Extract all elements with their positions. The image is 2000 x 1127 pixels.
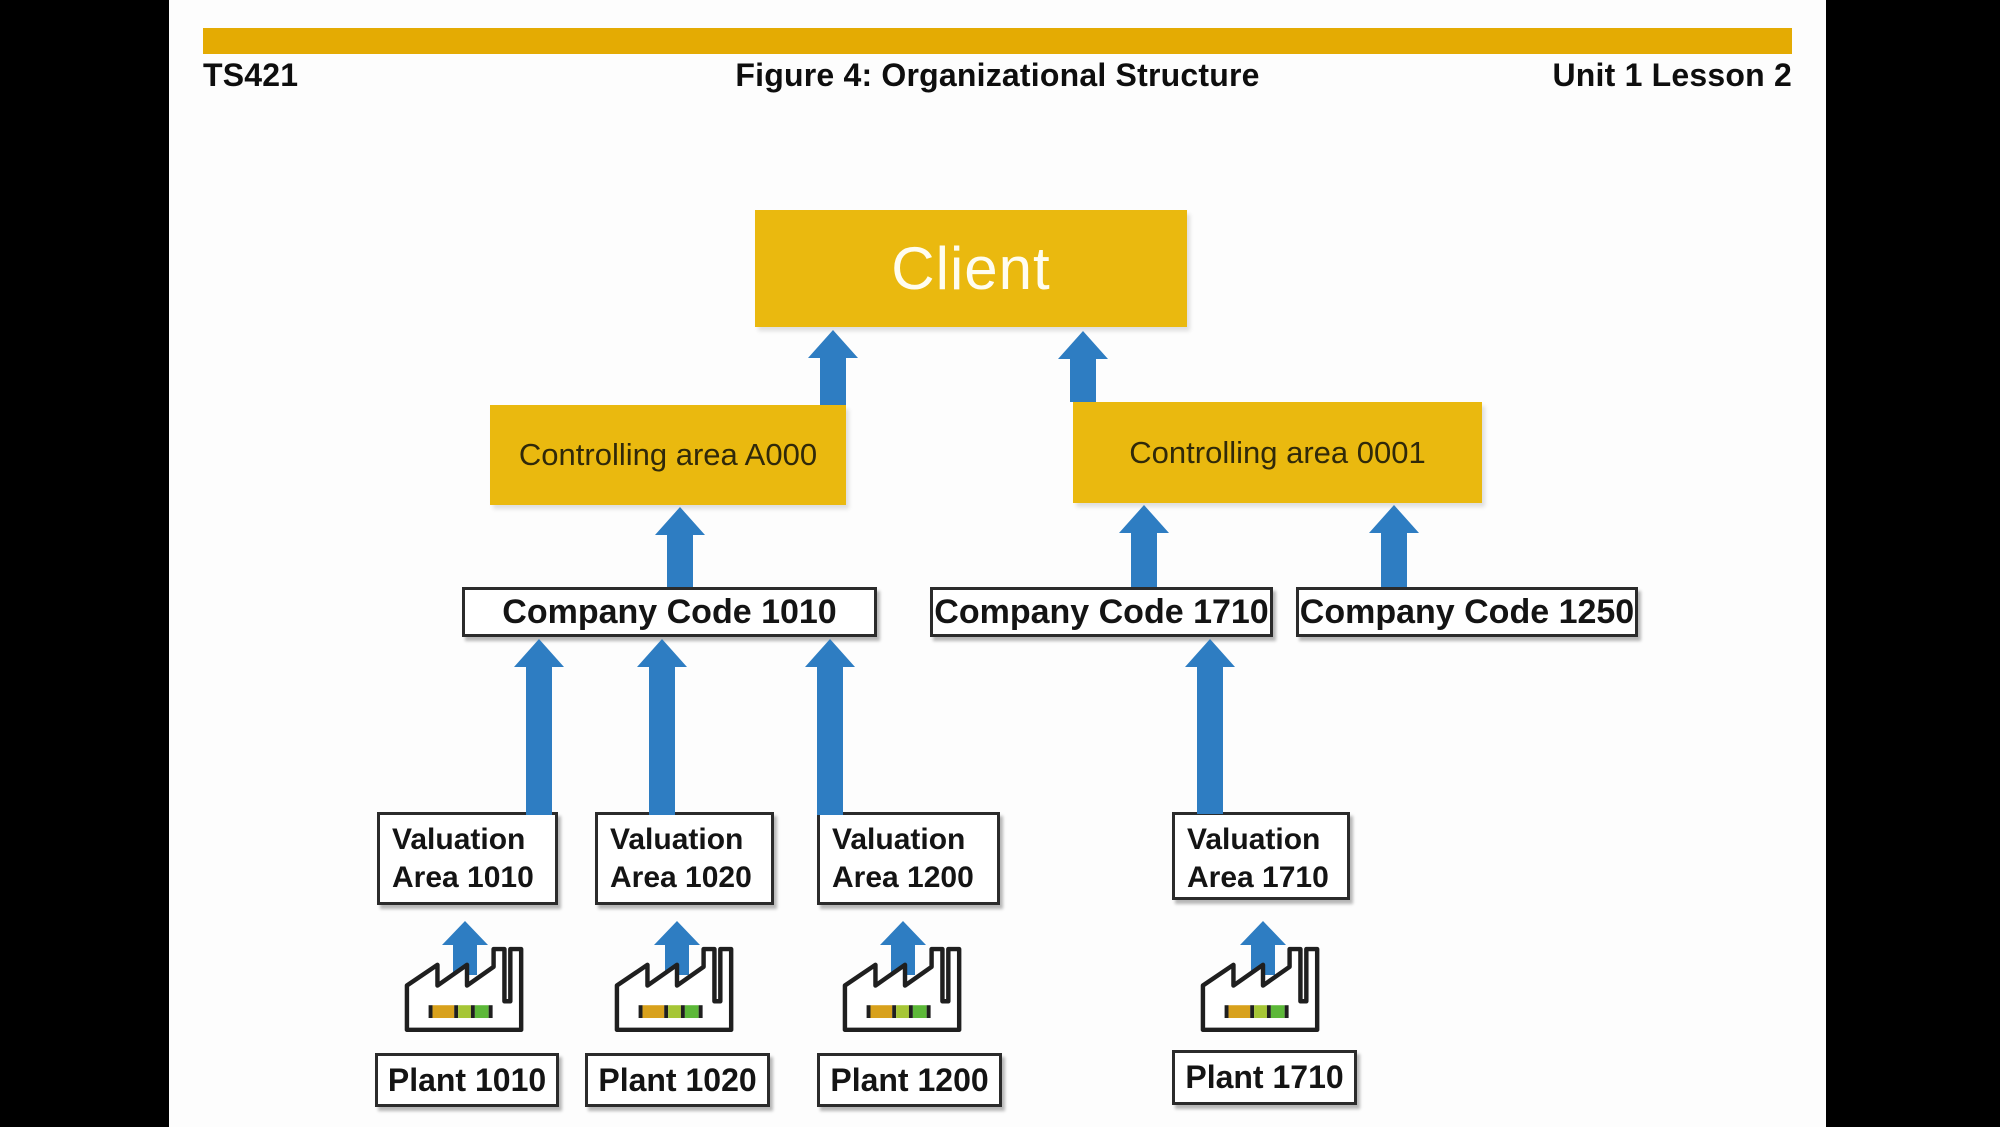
arrow-va1010-to-cc1010	[514, 639, 564, 815]
company-code-1010-box: Company Code 1010	[462, 587, 877, 637]
arrow-cc1250-to-controlling-0001	[1369, 505, 1419, 587]
company-code-1250-box: Company Code 1250	[1296, 587, 1638, 637]
arrow-va1710-to-cc1710	[1185, 639, 1235, 814]
capacity-bar	[638, 1005, 703, 1019]
course-code: TS421	[203, 57, 299, 93]
title-bar	[203, 28, 1792, 54]
valuation-area-1010-box: Valuation Area 1010	[377, 812, 558, 905]
figure-title: Figure 4: Organizational Structure	[735, 57, 1260, 93]
factory-icon	[614, 946, 734, 1033]
company-code-1250-label: Company Code 1250	[1299, 592, 1635, 631]
valuation-area-1020-label: Valuation Area 1020	[610, 823, 752, 894]
capacity-bar	[866, 1005, 931, 1019]
valuation-area-1020-box: Valuation Area 1020	[595, 812, 774, 905]
valuation-area-1710-box: Valuation Area 1710	[1172, 812, 1350, 900]
capacity-bar	[428, 1005, 493, 1019]
arrow-plant1010-to-va1010	[442, 921, 488, 975]
factory-icon	[404, 946, 524, 1033]
controlling-area-0001-box: Controlling area 0001	[1073, 402, 1482, 503]
controlling-area-0001-label: Controlling area 0001	[1129, 434, 1426, 470]
factory-icon	[842, 946, 962, 1033]
plant-1200-box: Plant 1200	[817, 1053, 1002, 1107]
plant-1200-label: Plant 1200	[830, 1061, 989, 1098]
company-code-1710-label: Company Code 1710	[934, 592, 1269, 631]
client-label: Client	[891, 235, 1051, 302]
valuation-area-1200-box: Valuation Area 1200	[817, 812, 1000, 905]
lesson-label: Unit 1 Lesson 2	[1552, 57, 1792, 93]
slide: TS421 Figure 4: Organizational Structure…	[169, 0, 1826, 1127]
plant-1020-box: Plant 1020	[585, 1053, 770, 1107]
plant-1710-label: Plant 1710	[1185, 1059, 1344, 1095]
valuation-area-1710-label: Valuation Area 1710	[1187, 823, 1329, 894]
plant-1010-box: Plant 1010	[375, 1053, 559, 1107]
arrow-cc1710-to-controlling-0001	[1119, 505, 1169, 587]
plant-1710-box: Plant 1710	[1172, 1050, 1357, 1105]
slide-header: TS421 Figure 4: Organizational Structure…	[203, 57, 1792, 94]
company-code-1710-box: Company Code 1710	[930, 587, 1273, 637]
arrow-va1200-to-cc1010	[805, 639, 855, 815]
arrow-plant1200-to-va1200	[880, 921, 926, 975]
factory-icon	[1200, 946, 1320, 1033]
arrow-cc1010-to-controlling-a000	[655, 507, 705, 587]
plant-1020-label: Plant 1020	[598, 1061, 757, 1098]
plant-1010-label: Plant 1010	[387, 1061, 547, 1098]
arrow-controlling-0001-to-client	[1058, 331, 1108, 402]
company-code-1010-label: Company Code 1010	[502, 592, 837, 631]
arrow-va1020-to-cc1010	[637, 639, 687, 815]
capacity-bar	[1224, 1005, 1289, 1019]
controlling-area-a000-label: Controlling area A000	[518, 437, 818, 472]
valuation-area-1010-label: Valuation Area 1010	[392, 823, 534, 894]
controlling-area-a000-box: Controlling area A000	[490, 405, 846, 505]
arrow-controlling-a000-to-client	[808, 330, 858, 405]
valuation-area-1200-label: Valuation Area 1200	[832, 823, 974, 894]
client-box: Client	[755, 210, 1187, 327]
